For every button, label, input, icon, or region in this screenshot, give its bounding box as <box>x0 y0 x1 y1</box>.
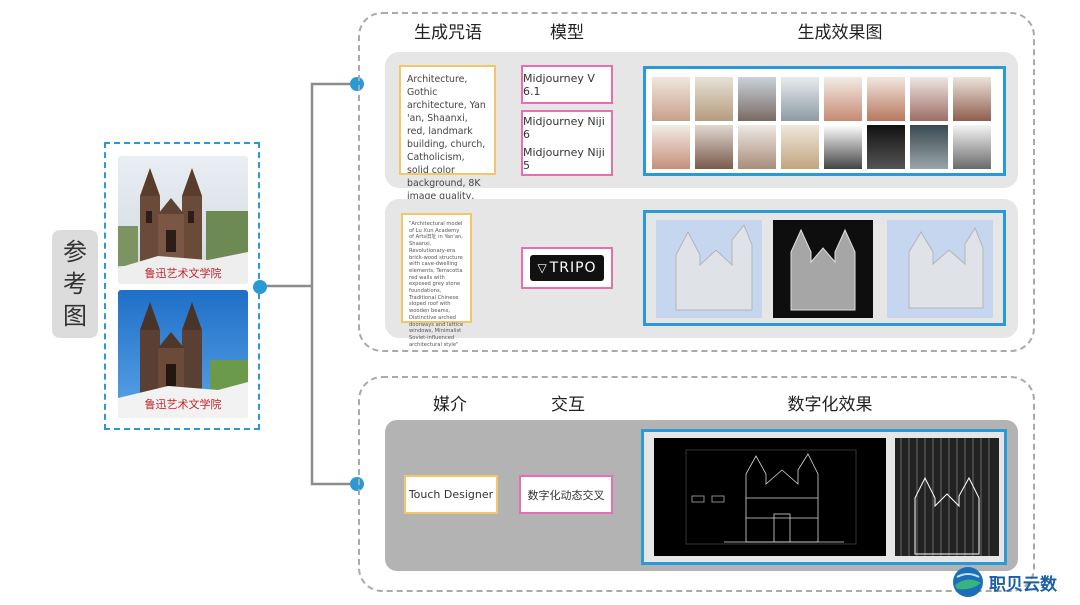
watermark-globe-icon <box>953 567 983 597</box>
line-art-render <box>895 438 999 556</box>
result-thumb <box>652 125 690 169</box>
result-thumb <box>652 77 690 121</box>
result-thumb <box>910 77 948 121</box>
result-thumb <box>867 77 905 121</box>
result-thumb <box>824 125 862 169</box>
header-prompt: 生成咒语 <box>414 23 482 43</box>
prompt-box-tripo: "Architectural model of Lu Xun Academy o… <box>401 213 472 348</box>
connector-lines <box>262 82 358 486</box>
reference-photo-1: 鲁迅艺术文学院 <box>118 156 248 284</box>
result-thumb <box>695 77 733 121</box>
reference-label: 参 考 图 <box>52 230 98 338</box>
model-midjourney-niji-box: Midjourney Niji 6 Midjourney Niji 5 <box>521 110 613 176</box>
reference-char-1: 参 <box>63 238 87 266</box>
digital-section <box>358 376 1035 592</box>
model-tripo-box: ▽ TRIPO <box>521 247 613 289</box>
result-thumb <box>824 77 862 121</box>
connector-dot-reference <box>253 280 267 294</box>
result-thumb <box>867 125 905 169</box>
header-media: 媒介 <box>433 395 467 415</box>
tripo-render-2 <box>773 220 873 318</box>
model-midjourney-v61: Midjourney V 6.1 <box>521 65 613 104</box>
result-thumb <box>781 125 819 169</box>
model-niji-6: Midjourney Niji 6 <box>523 114 605 141</box>
photo-2-caption: 鲁迅艺术文学院 <box>145 397 222 411</box>
result-thumb <box>781 77 819 121</box>
connector-dot-digital <box>350 477 364 491</box>
photo-1-caption: 鲁迅艺术文学院 <box>145 266 222 280</box>
result-thumb <box>953 125 991 169</box>
result-grid-tripo <box>643 210 1006 326</box>
reference-char-3: 图 <box>63 302 87 330</box>
tripo-v-icon: ▽ <box>537 261 548 275</box>
interaction-box: 数字化动态交叉 <box>519 475 613 514</box>
prompt-box-midjourney: Architecture, Gothic architecture, Yan '… <box>399 65 496 215</box>
header-model: 模型 <box>550 23 584 43</box>
result-thumb <box>738 125 776 169</box>
header-effect: 数字化效果 <box>787 395 873 415</box>
header-interaction: 交互 <box>551 395 585 415</box>
result-thumb <box>738 77 776 121</box>
header-result: 生成效果图 <box>797 23 883 43</box>
result-thumb <box>695 125 733 169</box>
media-touch-designer: Touch Designer <box>404 475 498 514</box>
result-grid-midjourney <box>643 66 1006 176</box>
generation-section <box>358 12 1035 352</box>
watermark: 职贝云数 <box>951 564 1076 600</box>
result-thumb <box>953 77 991 121</box>
watermark-text: 职贝云数 <box>989 574 1057 595</box>
result-thumb <box>910 125 948 169</box>
reference-char-2: 考 <box>63 270 87 298</box>
digital-effect-frame <box>641 429 1007 565</box>
tripo-logo: ▽ TRIPO <box>530 255 604 281</box>
reference-photo-2: 鲁迅艺术文学院 <box>118 290 248 418</box>
reference-image-frame: 鲁迅艺术文学院 鲁迅艺术文学院 <box>104 142 260 430</box>
tripo-render-3 <box>887 220 993 318</box>
touchdesigner-screen <box>654 438 886 556</box>
tripo-label: TRIPO <box>549 260 597 276</box>
tripo-render-1 <box>656 220 762 318</box>
model-niji-5: Midjourney Niji 5 <box>523 145 605 172</box>
connector-dot-generate <box>350 77 364 91</box>
